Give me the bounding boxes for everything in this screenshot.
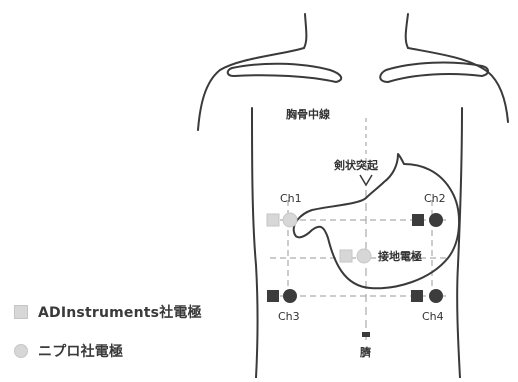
torso-left-side bbox=[252, 108, 258, 378]
ch2-label: Ch2 bbox=[424, 192, 446, 205]
neck-left-outline bbox=[304, 14, 306, 48]
ch4-electrodes bbox=[411, 289, 443, 303]
ground-electrodes bbox=[340, 249, 371, 263]
neck-right-outline bbox=[406, 14, 408, 48]
ch3-square-electrode bbox=[267, 290, 279, 302]
navel-label: 臍 bbox=[360, 345, 371, 359]
ground-square-electrode bbox=[340, 250, 352, 262]
square-swatch-icon bbox=[14, 305, 28, 319]
ch4-circle-electrode bbox=[429, 289, 443, 303]
navel-marker bbox=[362, 332, 370, 337]
midline-label: 胸骨中線 bbox=[286, 107, 330, 121]
ch2-circle-electrode bbox=[429, 213, 443, 227]
ch1-square-electrode bbox=[267, 214, 279, 226]
circle-swatch-icon bbox=[14, 344, 28, 358]
torso-right-side bbox=[457, 108, 462, 378]
ch2-square-electrode bbox=[412, 214, 424, 226]
left-clavicle bbox=[228, 64, 342, 82]
legend-label-nipro: ニプロ社電極 bbox=[38, 341, 123, 361]
legend-label-adinstruments: ADInstruments社電極 bbox=[38, 302, 202, 322]
ground-circle-electrode bbox=[357, 249, 371, 263]
ch4-square-electrode bbox=[411, 290, 423, 302]
right-clavicle bbox=[380, 63, 488, 82]
ch4-label: Ch4 bbox=[422, 310, 444, 323]
legend-item-nipro: ニプロ社電極 bbox=[14, 341, 123, 361]
xiphoid-marker bbox=[360, 175, 372, 185]
ch2-electrodes bbox=[412, 213, 443, 227]
ch3-label: Ch3 bbox=[278, 310, 300, 323]
torso-right-outline bbox=[408, 48, 508, 122]
ch1-circle-electrode bbox=[283, 213, 297, 227]
ch1-label: Ch1 bbox=[280, 192, 302, 205]
legend-item-adinstruments: ADInstruments社電極 bbox=[14, 302, 202, 322]
xiphoid-label: 剣状突起 bbox=[333, 158, 379, 172]
ground-label: 接地電極 bbox=[378, 249, 422, 263]
ch3-circle-electrode bbox=[283, 289, 297, 303]
